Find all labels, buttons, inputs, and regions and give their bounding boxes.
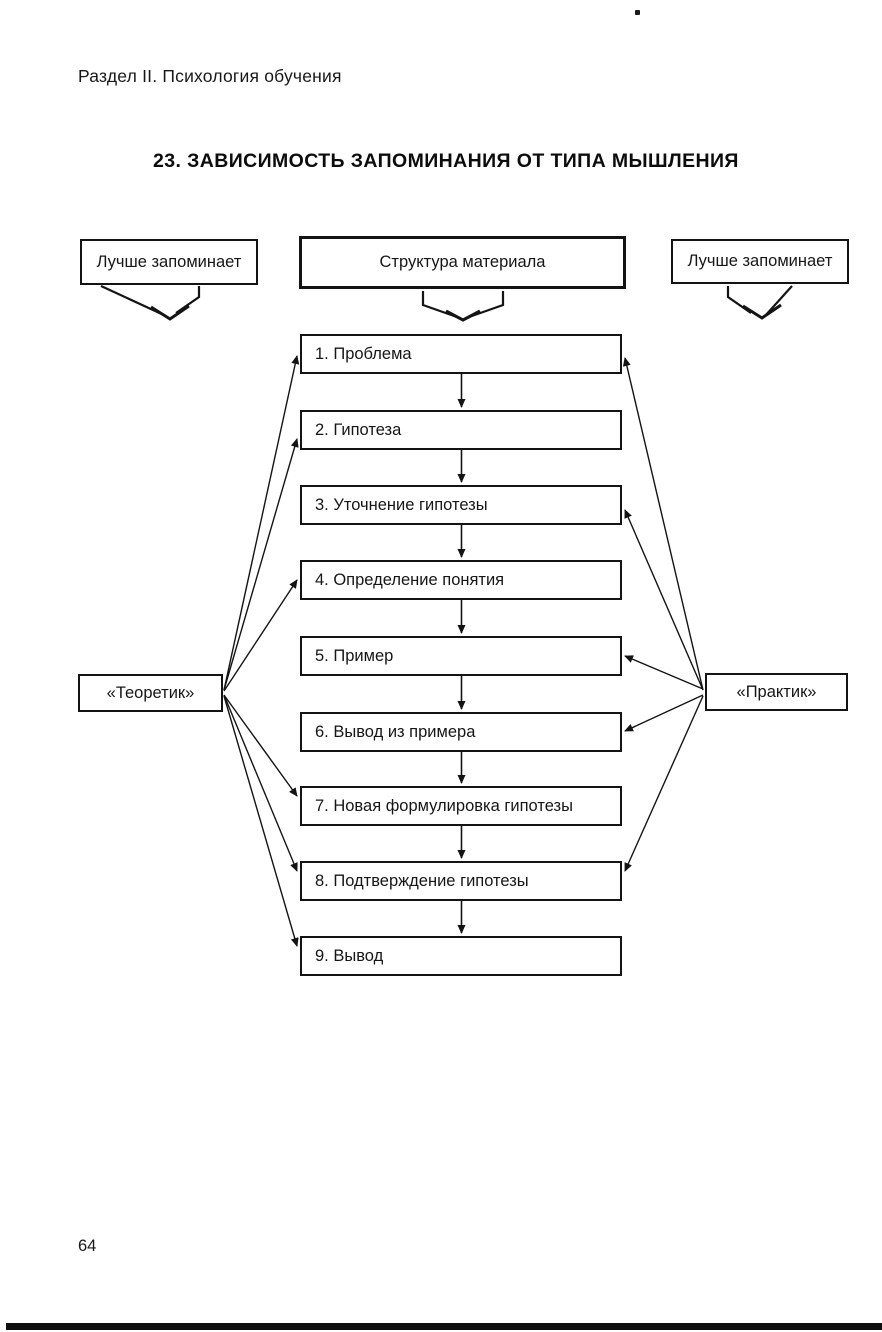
box-practic: «Практик» <box>705 673 848 711</box>
block-arrow-center <box>421 291 505 322</box>
box-theoretic-label: «Теоретик» <box>106 683 195 702</box>
box-better-remembers-right-label: Лучше запоминает <box>687 252 833 270</box>
scan-artifact-dot <box>635 10 640 15</box>
step-box-8: 8. Подтверждение гипотезы <box>300 861 622 901</box>
step-box-9: 9. Вывод <box>300 936 622 976</box>
page-number: 64 <box>78 1237 97 1255</box>
step-label-4: 4. Определение понятия <box>315 570 505 589</box>
arrow-theoretic-step9 <box>223 695 299 947</box>
arrow-theoretic-step2 <box>223 438 299 691</box>
box-better-remembers-left-label: Лучше запоминает <box>96 252 242 271</box>
arrow-practic-step3 <box>624 509 704 691</box>
box-better-remembers-right: Лучше запоминает <box>671 239 849 284</box>
bottom-scan-bar <box>6 1323 882 1330</box>
step-box-3: 3. Уточнение гипотезы <box>300 485 622 525</box>
box-theoretic: «Теоретик» <box>78 674 223 712</box>
step-label-6: 6. Вывод из примера <box>315 722 476 741</box>
step-box-5: 5. Пример <box>300 636 622 676</box>
box-material-structure-label: Структура материала <box>379 253 546 271</box>
box-better-remembers-left: Лучше запоминает <box>80 239 258 285</box>
block-arrow-right <box>726 285 793 320</box>
arrow-practic-step6 <box>624 694 704 732</box>
arrow-theoretic-step1 <box>223 355 300 691</box>
step-label-8: 8. Подтверждение гипотезы <box>315 871 529 890</box>
arrow-theoretic-step4 <box>223 579 298 692</box>
step-box-4: 4. Определение понятия <box>300 560 622 600</box>
step-box-1: 1. Проблема <box>300 334 622 374</box>
arrow-practic-step5 <box>624 655 704 690</box>
page-title: 23. ЗАВИСИМОСТЬ ЗАПОМИНАНИЯ ОТ ТИПА МЫШЛ… <box>153 150 739 172</box>
step-label-3: 3. Уточнение гипотезы <box>315 495 488 514</box>
step-box-6: 6. Вывод из примера <box>300 712 622 752</box>
block-arrow-left <box>100 285 201 321</box>
step-label-1: 1. Проблема <box>315 344 412 363</box>
step-label-7: 7. Новая формулировка гипотезы <box>315 796 573 815</box>
step-box-7: 7. Новая формулировка гипотезы <box>300 786 622 826</box>
box-material-structure: Структура материала <box>299 236 626 289</box>
step-label-2: 2. Гипотеза <box>315 420 402 439</box>
practic-arrows <box>622 357 704 872</box>
step-box-2: 2. Гипотеза <box>300 410 622 450</box>
arrow-theoretic-step7 <box>223 694 298 797</box>
arrow-theoretic-step8 <box>223 694 298 872</box>
step-label-9: 9. Вывод <box>315 946 384 965</box>
box-practic-label: «Практик» <box>736 682 817 701</box>
arrow-practic-step8 <box>624 695 704 872</box>
step-label-5: 5. Пример <box>315 646 394 665</box>
section-header: Раздел II. Психология обучения <box>78 66 342 86</box>
theoretic-arrows <box>223 355 300 947</box>
arrow-practic-step1 <box>622 357 704 691</box>
